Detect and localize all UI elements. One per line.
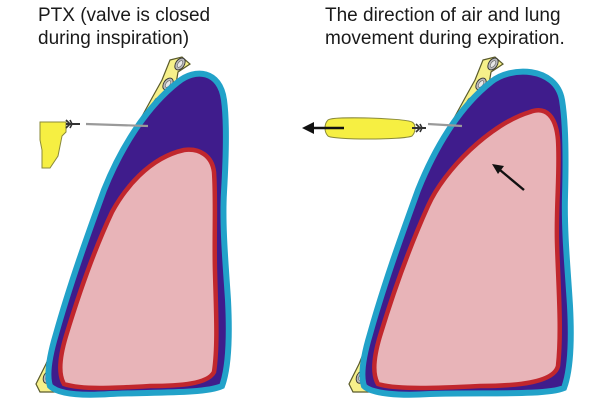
left-panel <box>36 56 229 395</box>
right-panel <box>302 56 571 395</box>
